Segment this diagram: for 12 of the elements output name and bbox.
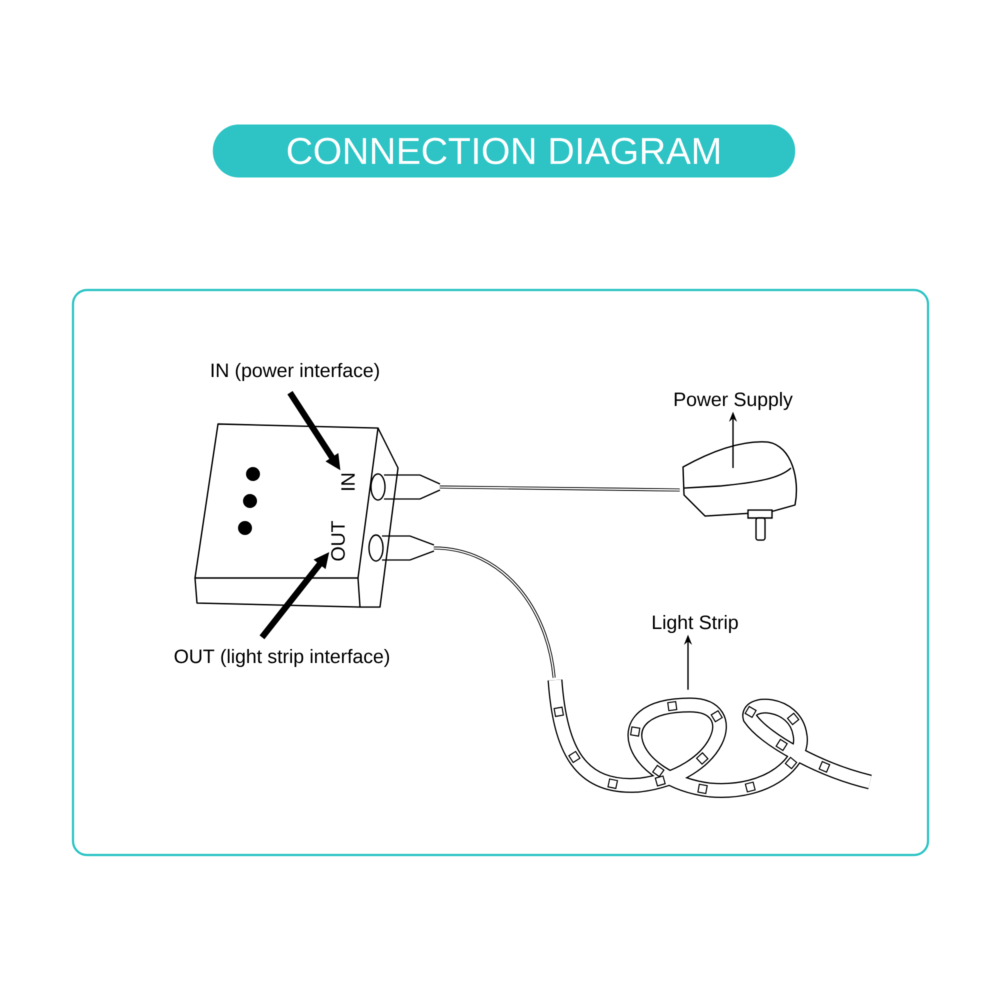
power-adapter-drawing bbox=[682, 441, 798, 541]
callout-label: Light Strip bbox=[652, 614, 738, 634]
callout-label: OUT (light strip interface) bbox=[174, 648, 390, 668]
callout-label: IN (power interface) bbox=[212, 362, 379, 382]
cable bbox=[440, 485, 680, 492]
port-label: IN bbox=[341, 474, 355, 490]
cable bbox=[434, 546, 556, 678]
controller-drawing bbox=[194, 423, 440, 608]
light-strip-drawing bbox=[548, 679, 872, 798]
port-label: OUT bbox=[331, 521, 345, 561]
title-banner: CONNECTION DIAGRAM bbox=[212, 124, 796, 178]
callout-label: Power Supply bbox=[674, 392, 793, 410]
